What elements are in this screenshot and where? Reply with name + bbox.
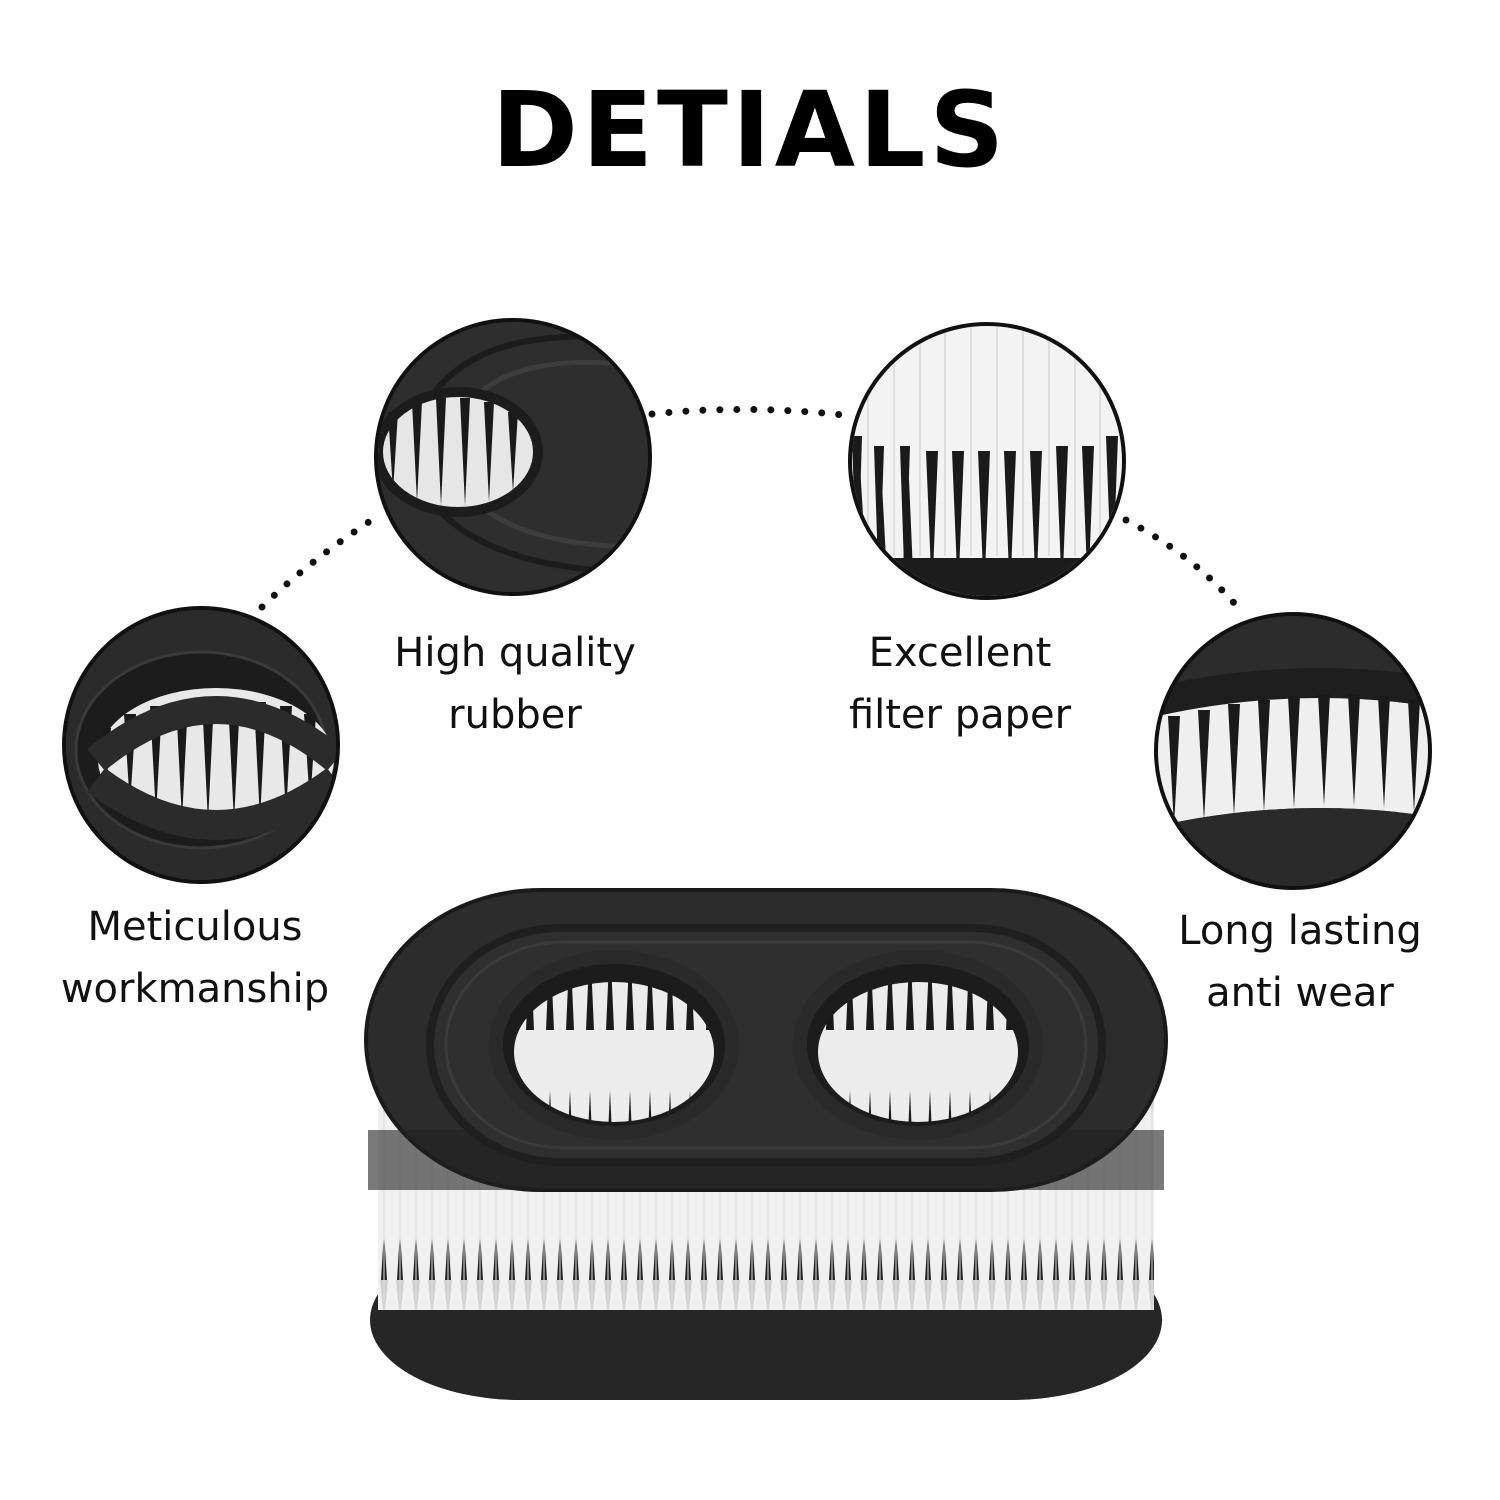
feature-label-rubber-line2: rubber [448,692,582,738]
feature-label-workmanship-line2: workmanship [60,966,330,1012]
feature-label-workmanship: Meticulous workmanship [40,896,350,1020]
feature-label-anti-wear-line1: Long lasting [1178,908,1422,954]
detail-circle-filter-paper [848,322,1126,600]
dotted-connector-left [258,512,382,611]
dotted-connector-top [648,405,856,420]
detail-circle-workmanship [62,606,340,884]
page-title: DETIALS [491,69,1009,191]
feature-label-filter-paper-line2: filter paper [848,692,1072,738]
detail-circle-anti-wear [1154,612,1432,890]
feature-label-rubber-line1: High quality [394,630,636,676]
feature-label-anti-wear: Long lasting anti wear [1145,900,1455,1024]
feature-label-rubber: High quality rubber [360,622,670,746]
dotted-connector-right [1122,516,1244,614]
detail-circle-rubber [374,318,652,596]
feature-label-anti-wear-line2: anti wear [1206,970,1394,1016]
feature-label-filter-paper-line1: Excellent [868,630,1052,676]
feature-label-workmanship-line1: Meticulous [87,904,303,950]
feature-label-filter-paper: Excellent filter paper [805,622,1115,746]
air-filter-product-image [360,880,1172,1410]
